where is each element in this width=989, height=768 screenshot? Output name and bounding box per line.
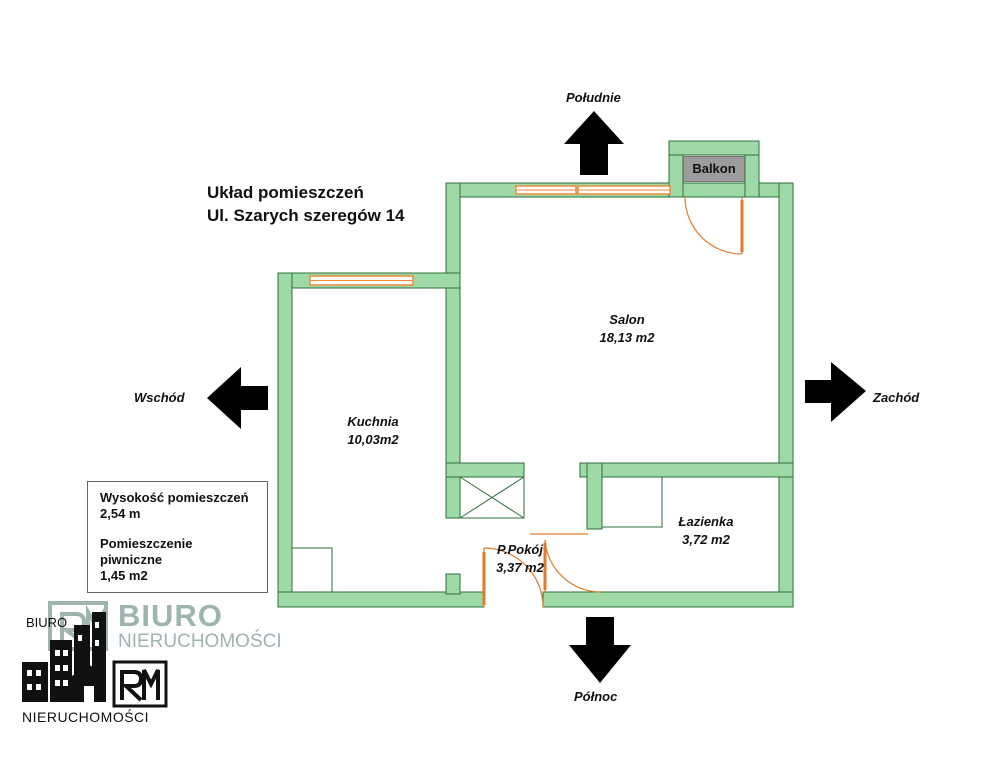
logo-text-bottom: NIERUCHOMOŚCI <box>22 709 150 725</box>
info-box: Wysokość pomieszczeń 2,54 m Pomieszczeni… <box>87 481 268 593</box>
room-lazienka-area: 3,72 m2 <box>682 532 730 547</box>
door-entrance-arc <box>483 547 544 608</box>
info-height-label: Wysokość pomieszczeń <box>100 490 249 505</box>
wall-east-salon <box>445 182 461 519</box>
plan-title-line2: Ul. Szarych szeregów 14 <box>207 206 405 225</box>
room-salon-name: Salon <box>609 312 645 327</box>
info-basement-value: 1,45 m2 <box>100 568 148 583</box>
arrow-south-icon <box>564 111 624 175</box>
kitchen-counter <box>291 547 333 593</box>
room-salon: Salon 18,13 m2 <box>597 311 657 347</box>
plan-title: Układ pomieszczeń Ul. Szarych szeregów 1… <box>207 181 404 227</box>
room-lazienka: Łazienka 3,72 m2 <box>674 513 738 549</box>
logo-text-top: BIURO <box>26 615 68 630</box>
wall-west-outer <box>778 182 794 608</box>
ventilation-shaft <box>459 476 525 519</box>
company-logo-badge <box>112 660 168 708</box>
wall-salon-south-right <box>579 462 794 478</box>
wall-balcony-top <box>668 140 760 156</box>
direction-south-label: Południe <box>566 90 621 105</box>
arrow-east-icon <box>207 367 268 429</box>
direction-east-label: Wschód <box>134 390 185 405</box>
watermark-line2: NIERUCHOMOŚCI <box>118 631 282 652</box>
info-basement-label-1: Pomieszczenie <box>100 536 193 551</box>
room-kuchnia-area: 10,03m2 <box>347 432 399 447</box>
wall-bathroom-west <box>586 462 603 530</box>
plan-title-line1: Układ pomieszczeń <box>207 183 364 202</box>
wall-south-right <box>542 591 794 608</box>
info-height-value: 2,54 m <box>100 506 141 521</box>
wall-stub-kitchen <box>445 573 461 595</box>
arrow-north-icon <box>569 617 631 683</box>
bathroom-shower <box>601 476 663 528</box>
room-lazienka-name: Łazienka <box>678 514 734 529</box>
door-bathroom-arc <box>544 539 602 593</box>
watermark-line1: BIURO <box>118 598 223 633</box>
info-basement-label-2: piwniczne <box>100 552 163 567</box>
room-przedpokoj-area: 3,37 m2 <box>496 560 544 575</box>
door-balcony-arc <box>684 196 743 255</box>
room-salon-area: 18,13 m2 <box>599 330 655 345</box>
room-przedpokoj: P.Pokój 3,37 m2 <box>489 541 551 577</box>
direction-north-label: Północ <box>574 689 618 704</box>
room-kuchnia-name: Kuchnia <box>347 414 399 429</box>
arrow-west-icon <box>805 362 866 422</box>
wall-kitchen-east <box>277 272 293 608</box>
room-balkon: Balkon <box>683 156 745 182</box>
direction-west-label: Zachód <box>873 390 920 405</box>
wall-salon-south-left <box>445 462 525 478</box>
room-przedpokoj-name: P.Pokój <box>496 542 543 557</box>
room-kuchnia: Kuchnia 10,03m2 <box>338 413 408 449</box>
